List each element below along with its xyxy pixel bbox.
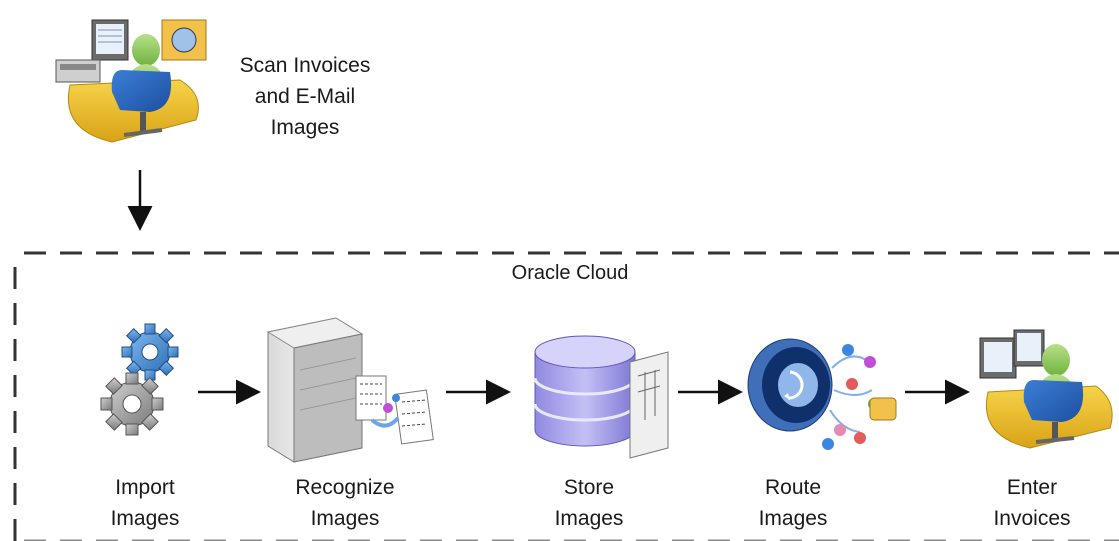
oracle-cloud-title: Oracle Cloud — [511, 262, 629, 284]
step-label-recognize: Recognize Images — [295, 476, 395, 530]
step-label-route: Route Images — [758, 476, 828, 530]
ocr-server-icon — [266, 317, 434, 463]
scan-invoices-label: Scan Invoices and E-Mail Images — [239, 54, 371, 139]
workflow-routing-icon — [747, 338, 897, 450]
step-label-enter: Enter Invoices — [993, 476, 1071, 530]
database-icon — [533, 335, 669, 459]
step-label-import: Import Images — [110, 476, 180, 530]
workstation-icon — [979, 329, 1113, 449]
gears-icon — [100, 323, 179, 436]
scanning-workstation-icon — [55, 19, 207, 143]
step-label-store: Store Images — [554, 476, 624, 530]
